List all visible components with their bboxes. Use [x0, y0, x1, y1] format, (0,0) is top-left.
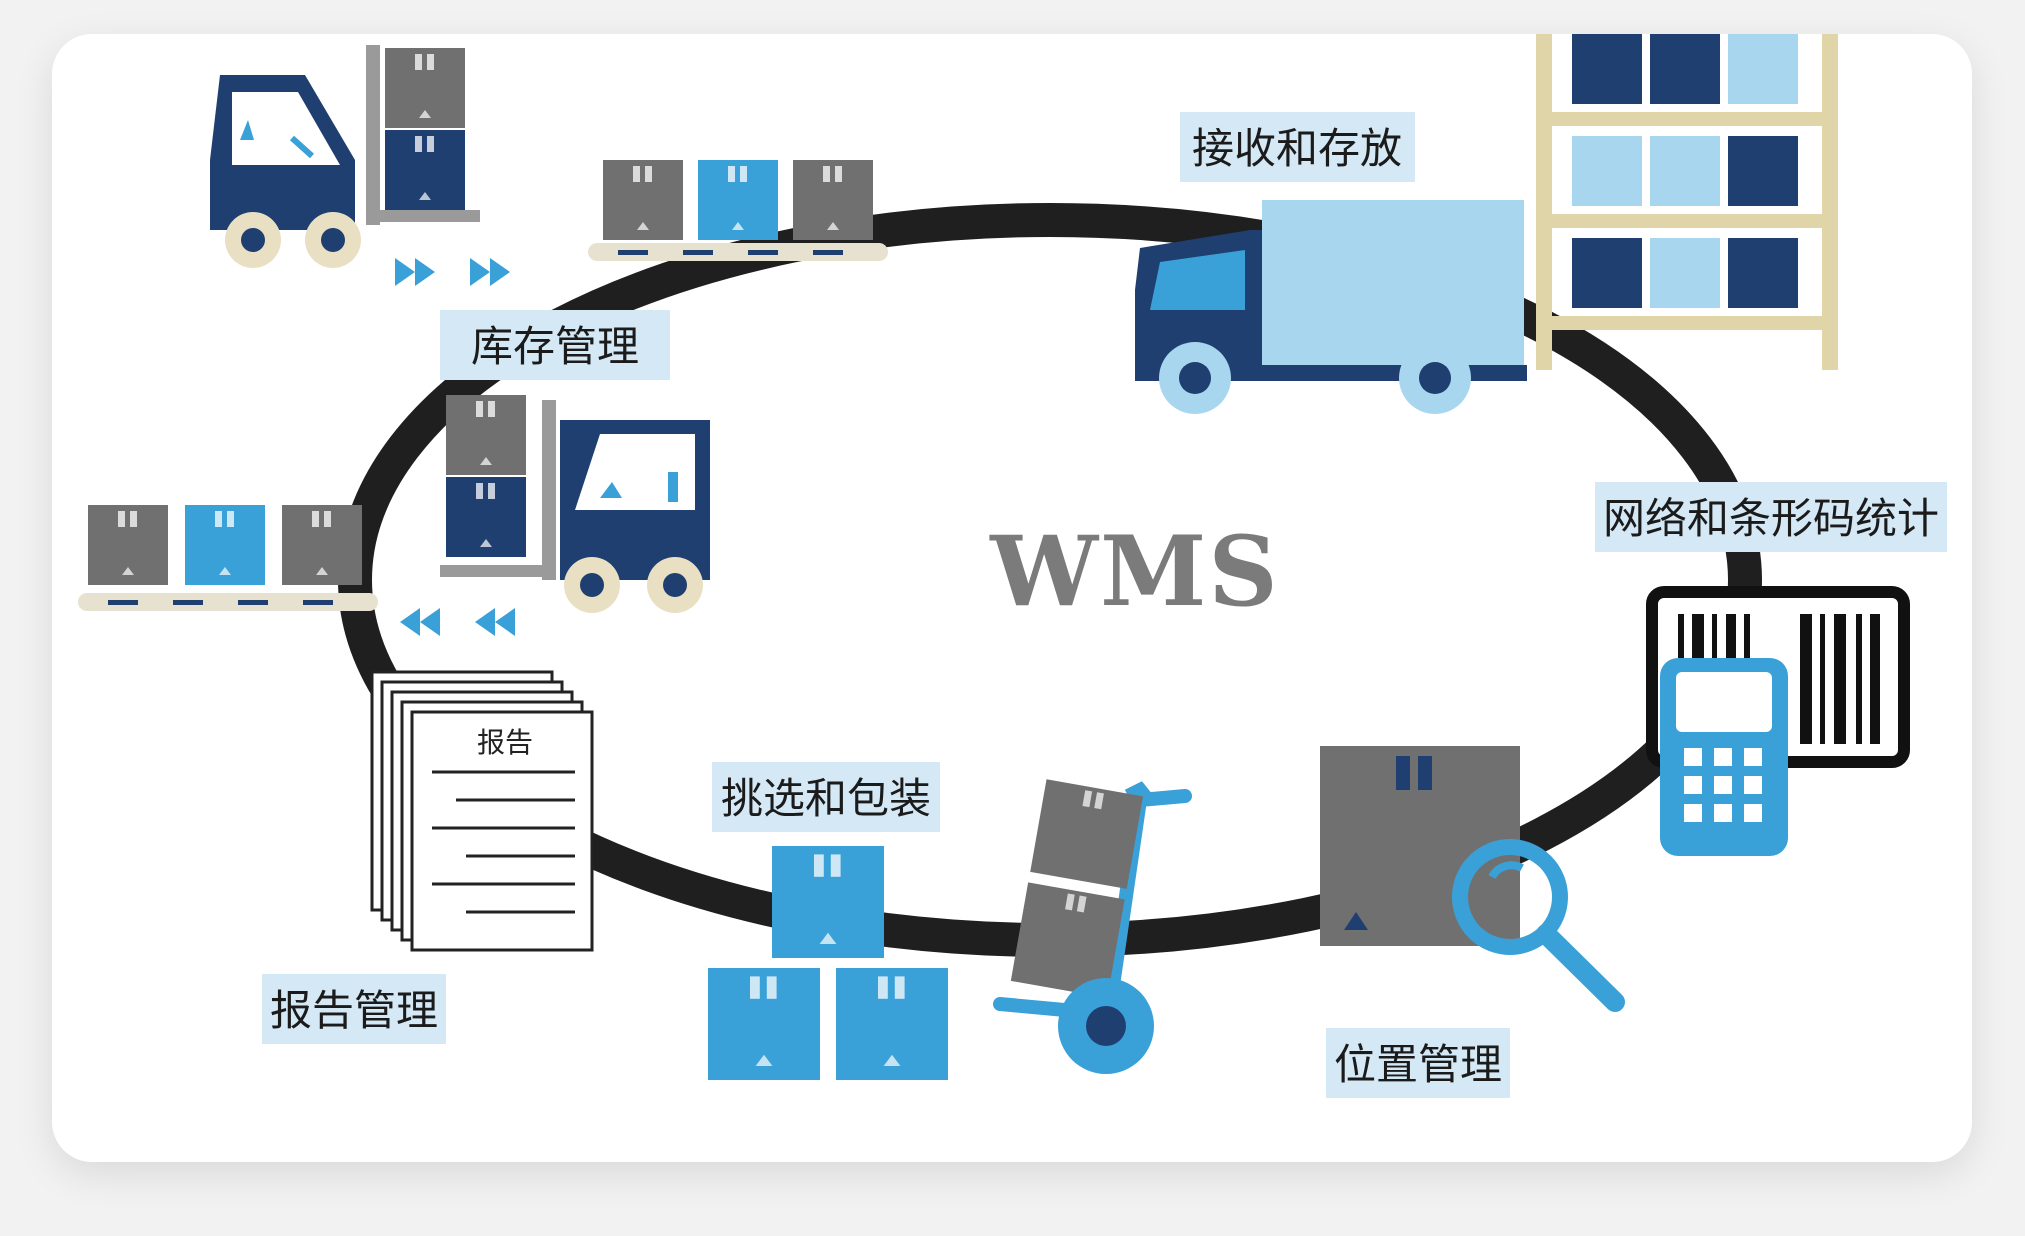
- picking-boxes-icon: [708, 845, 948, 1080]
- wms-diagram: WMS 库存管理: [78, 34, 1947, 1098]
- label-inventory: 库存管理: [471, 322, 639, 371]
- shelf-boxes-icon: [1572, 34, 1798, 308]
- truck-icon: [1135, 200, 1527, 414]
- report-document-icon: 报告: [370, 670, 594, 952]
- forward-arrows-icon: [395, 258, 510, 286]
- shelf-rack-icon: [1536, 34, 1838, 370]
- forklift-top-icon: [210, 45, 480, 268]
- label-picking-packing: 挑选和包装: [721, 774, 931, 823]
- magnifier-icon: [1452, 839, 1625, 1012]
- conveyor-top-icon: [588, 160, 888, 261]
- label-report-mgmt: 报告管理: [270, 986, 438, 1035]
- forklift-middle-icon: [440, 395, 710, 613]
- backward-arrows-icon: [400, 608, 515, 636]
- label-network-barcode: 网络和条形码统计: [1603, 494, 1939, 543]
- hand-truck-icon: [993, 779, 1192, 1074]
- diagram-card: WMS 库存管理: [52, 34, 1972, 1162]
- conveyor-left-icon: [78, 505, 378, 611]
- document-title: 报告: [477, 726, 533, 759]
- wms-title: WMS: [989, 515, 1279, 628]
- barcode-scanner-icon: [1646, 586, 1910, 856]
- label-location: 位置管理: [1334, 1040, 1502, 1089]
- label-receiving: 接收和存放: [1192, 124, 1402, 173]
